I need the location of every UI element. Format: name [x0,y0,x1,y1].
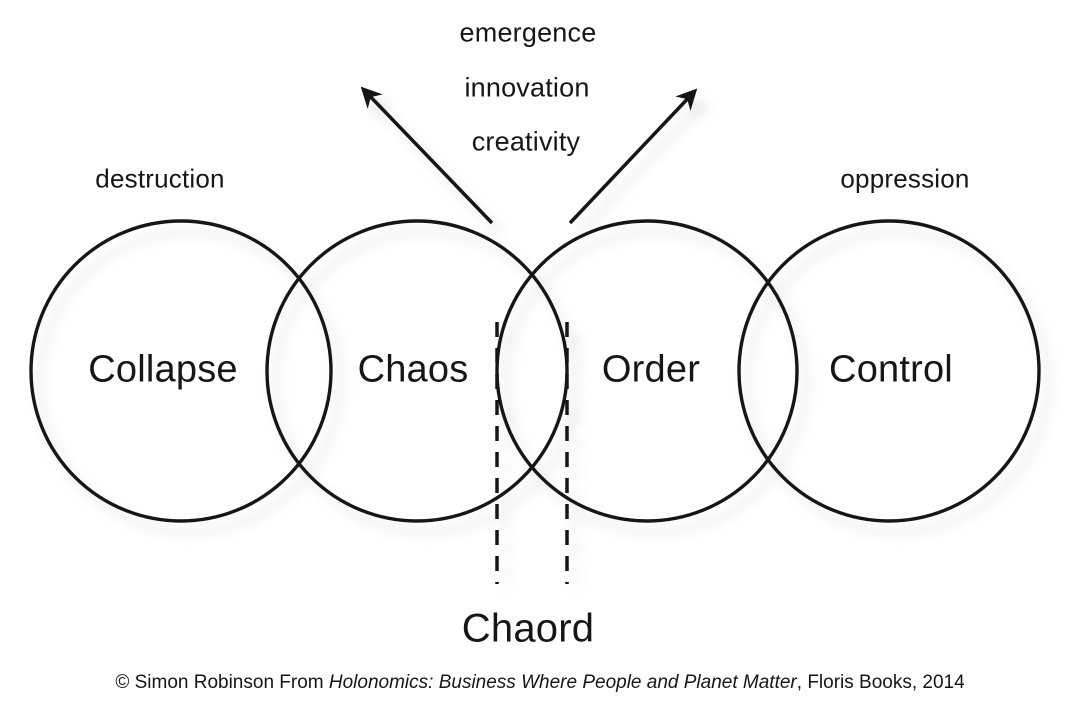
credit-line: © Simon Robinson From Holonomics: Busine… [115,672,964,694]
emergence-arrow-right [568,88,698,225]
label-emergence: emergence [459,17,597,48]
circle-control-outline [737,219,1041,523]
label-innovation: innovation [464,72,590,103]
emergence-arrow-left [360,86,494,225]
circle-chaos-outline [265,219,569,523]
label-creativity: creativity [471,126,581,157]
circle-collapse-outline [29,219,333,523]
label-chaos: Chaos [357,348,469,391]
credit-book-title: Holonomics: Business Where People and Pl… [328,672,797,693]
label-control: Control [829,348,953,391]
label-order: Order [601,348,701,391]
label-collapse: Collapse [88,348,238,391]
label-destruction: destruction [95,163,225,194]
label-oppression: oppression [840,163,970,194]
credit-suffix: , Floris Books, 2014 [796,672,965,693]
circle-order-outline [495,219,799,523]
label-chaord: Chaord [461,606,595,651]
credit-prefix: © Simon Robinson From [115,672,329,693]
